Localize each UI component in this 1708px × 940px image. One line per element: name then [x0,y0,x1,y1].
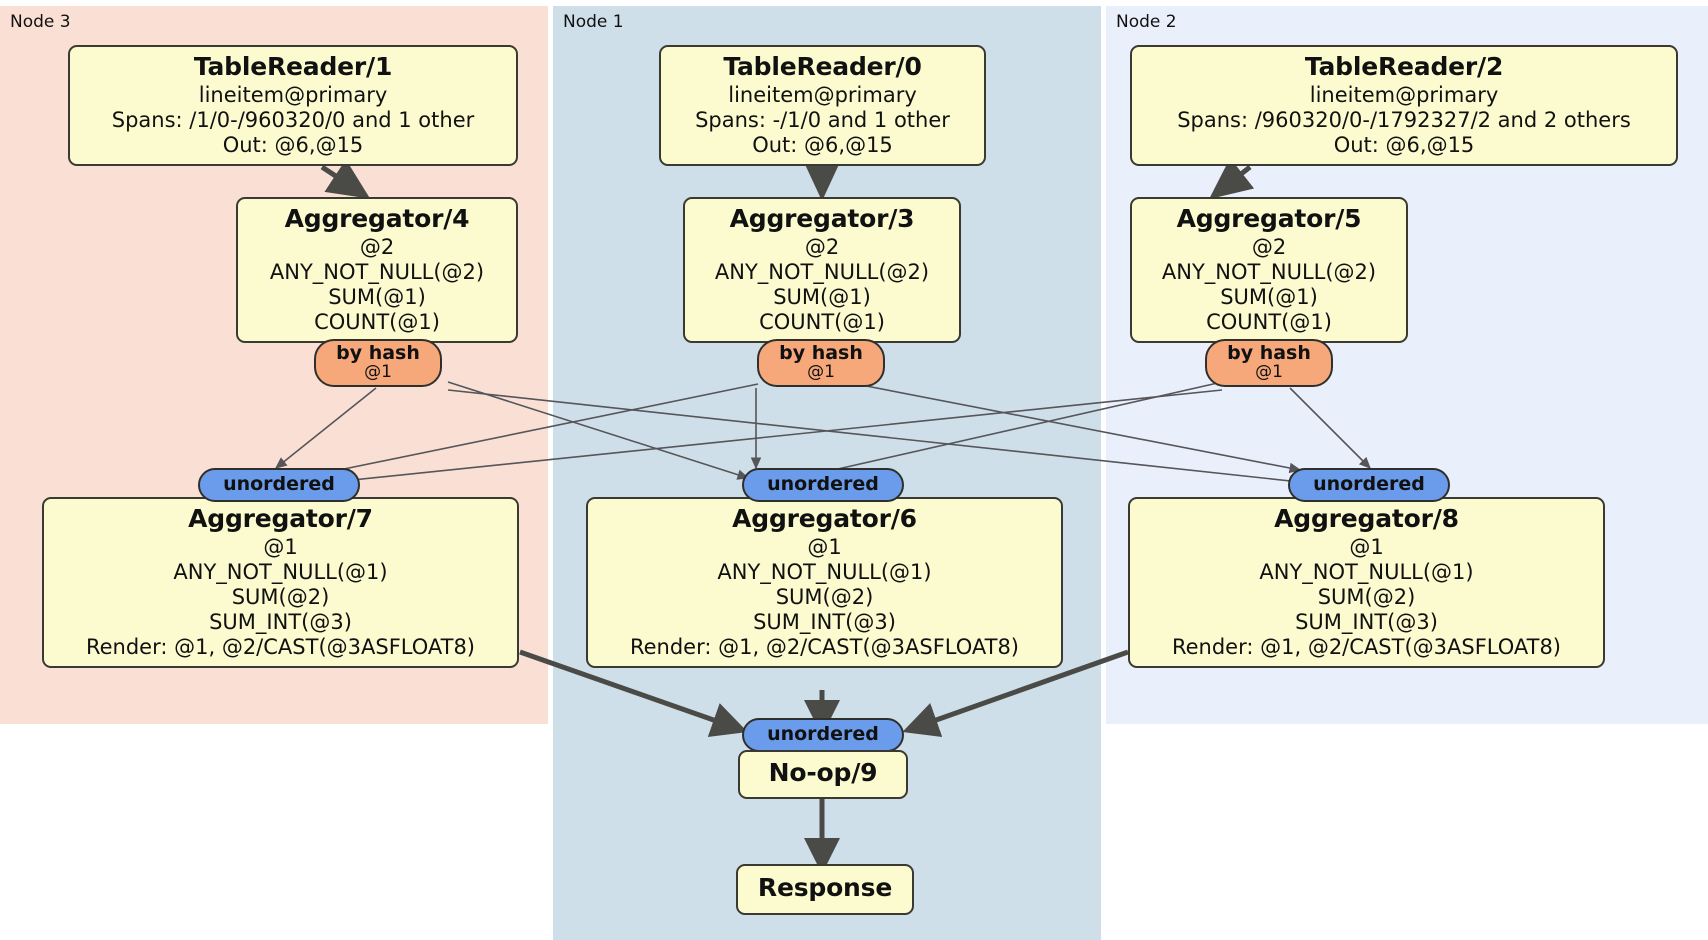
router-badge-by-hash-right[interactable]: by hash @1 [1205,339,1333,387]
processor-line: ANY_NOT_NULL(@2) [269,259,485,284]
sync-badge-unordered-left[interactable]: unordered [198,468,360,502]
processor-table-reader-1[interactable]: TableReader/1 lineitem@primary Spans: /1… [68,45,518,167]
processor-title: TableReader/2 [1304,52,1504,81]
processor-line: @2 [804,234,840,259]
processor-table-reader-0[interactable]: TableReader/0 lineitem@primary Spans: -/… [659,45,986,167]
sync-badge-label: unordered [1313,473,1425,495]
processor-line: Spans: /1/0-/960320/0 and 1 other [111,107,475,132]
processor-line: Render: @1, @2/CAST(@3ASFLOAT8) [629,635,1020,660]
processor-line: Spans: -/1/0 and 1 other [695,107,950,132]
processor-line: @2 [359,234,395,259]
processor-response[interactable]: Response [736,864,914,915]
router-badge-by-hash-left[interactable]: by hash @1 [314,339,442,387]
router-badge-label: by hash [1227,342,1311,364]
processor-title: Aggregator/8 [1274,504,1459,533]
processor-line: @1 [1349,534,1384,559]
sync-badge-label: unordered [767,723,879,745]
processor-line: Spans: /960320/0-/1792327/2 and 2 others [1177,107,1631,132]
processor-line: Out: @6,@15 [1333,132,1475,157]
processor-title: Aggregator/3 [729,204,915,233]
processor-line: Out: @6,@15 [222,132,364,157]
processor-line: ANY_NOT_NULL(@1) [1259,559,1474,584]
router-badge-label: by hash [336,342,420,364]
processor-line: @2 [1251,234,1287,259]
processor-no-op-9[interactable]: No-op/9 [738,750,908,799]
router-badge-column: @1 [1255,361,1283,382]
processor-title: No-op/9 [768,758,878,787]
processor-line: @1 [807,534,842,559]
processor-line: COUNT(@1) [759,310,885,335]
sync-badge-unordered-center[interactable]: unordered [742,468,904,502]
processor-title: TableReader/0 [723,52,922,81]
processor-aggregator-8[interactable]: Aggregator/8 @1 ANY_NOT_NULL(@1) SUM(@2)… [1128,497,1605,669]
processor-aggregator-4[interactable]: Aggregator/4 @2 ANY_NOT_NULL(@2) SUM(@1)… [236,197,518,344]
processor-title: Aggregator/5 [1176,204,1362,233]
processor-aggregator-3[interactable]: Aggregator/3 @2 ANY_NOT_NULL(@2) SUM(@1)… [683,197,961,344]
processor-line: SUM(@1) [328,284,426,309]
processor-aggregator-6[interactable]: Aggregator/6 @1 ANY_NOT_NULL(@1) SUM(@2)… [586,497,1063,669]
processor-line: ANY_NOT_NULL(@2) [714,259,930,284]
processor-line: COUNT(@1) [1206,310,1332,335]
node-label-node3: Node 3 [10,12,71,32]
processor-line: ANY_NOT_NULL(@1) [717,559,932,584]
processor-line: SUM(@2) [231,584,330,609]
processor-title: Aggregator/4 [284,204,470,233]
sync-badge-unordered-right[interactable]: unordered [1288,468,1450,502]
processor-line: @1 [263,534,298,559]
processor-line: SUM_INT(@3) [1295,610,1438,635]
processor-title: Aggregator/7 [188,504,373,533]
processor-title: Aggregator/6 [732,504,917,533]
processor-line: SUM_INT(@3) [753,610,896,635]
processor-line: lineitem@primary [728,82,917,107]
processor-line: Out: @6,@15 [752,132,893,157]
processor-line: SUM(@2) [1317,584,1416,609]
processor-table-reader-2[interactable]: TableReader/2 lineitem@primary Spans: /9… [1130,45,1678,167]
router-badge-by-hash-center[interactable]: by hash @1 [757,339,885,387]
processor-line: SUM(@2) [775,584,874,609]
processor-line: lineitem@primary [198,82,388,107]
router-badge-column: @1 [364,361,392,382]
processor-line: COUNT(@1) [314,310,440,335]
router-badge-label: by hash [779,342,863,364]
node-label-node1: Node 1 [563,12,624,32]
processor-line: SUM(@1) [1220,284,1318,309]
sync-badge-unordered-final[interactable]: unordered [742,718,904,752]
processor-line: ANY_NOT_NULL(@2) [1161,259,1377,284]
processor-title: Response [757,873,893,902]
node-label-node2: Node 2 [1116,12,1177,32]
processor-line: SUM(@1) [773,284,871,309]
processor-aggregator-5[interactable]: Aggregator/5 @2 ANY_NOT_NULL(@2) SUM(@1)… [1130,197,1408,344]
processor-aggregator-7[interactable]: Aggregator/7 @1 ANY_NOT_NULL(@1) SUM(@2)… [42,497,519,669]
processor-line: lineitem@primary [1309,82,1499,107]
sync-badge-label: unordered [223,473,335,495]
processor-line: Render: @1, @2/CAST(@3ASFLOAT8) [85,635,476,660]
processor-line: ANY_NOT_NULL(@1) [173,559,388,584]
processor-title: TableReader/1 [193,52,393,81]
sync-badge-label: unordered [767,473,879,495]
processor-line: SUM_INT(@3) [209,610,352,635]
router-badge-column: @1 [807,361,835,382]
processor-line: Render: @1, @2/CAST(@3ASFLOAT8) [1171,635,1562,660]
